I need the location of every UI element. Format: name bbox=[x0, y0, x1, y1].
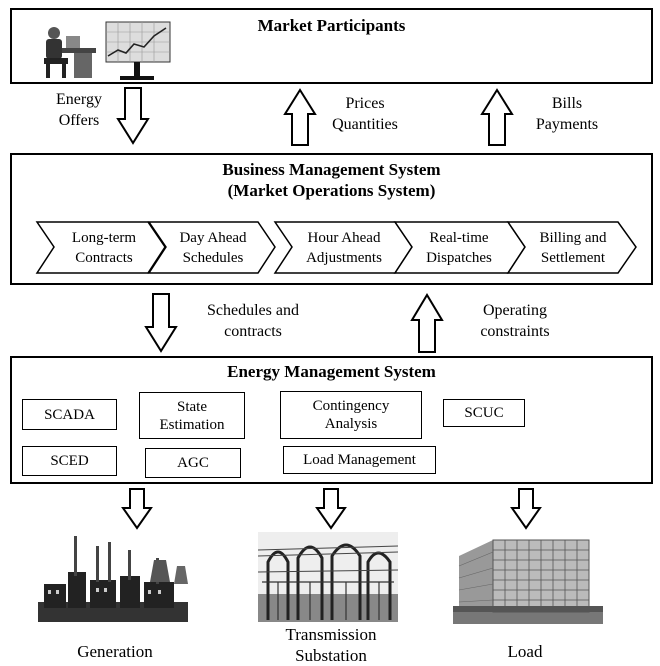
agc-box: AGC bbox=[145, 448, 241, 478]
power-plant-icon bbox=[38, 532, 188, 622]
load-label: Load bbox=[507, 642, 543, 661]
load-management-box: Load Management bbox=[283, 446, 436, 474]
arrow-up-prices-icon bbox=[283, 88, 317, 146]
load-building-icon bbox=[453, 530, 603, 624]
chevron-billing bbox=[506, 221, 637, 274]
arrow-up-bills-icon bbox=[480, 88, 514, 146]
arrow-down-transmission-icon bbox=[315, 488, 347, 530]
arrow-down-energy-offers-icon bbox=[116, 87, 150, 145]
arrow-down-schedules-icon bbox=[144, 293, 178, 353]
bms-title: Business Management System bbox=[222, 160, 441, 179]
substation-icon bbox=[257, 532, 399, 622]
generation-label: Generation bbox=[77, 642, 153, 661]
person-at-desk-icon bbox=[44, 27, 96, 78]
arrow-down-generation-icon bbox=[121, 488, 153, 530]
arrow-down-load-icon bbox=[510, 488, 542, 530]
process-chevrons bbox=[35, 221, 637, 274]
market-participants-panel: Market Participants bbox=[10, 8, 653, 84]
market-participants-title: Market Participants bbox=[257, 16, 406, 35]
ems-title: Energy Management System bbox=[227, 362, 436, 381]
chart-board-icon bbox=[105, 21, 171, 80]
chevron-day-ahead bbox=[147, 221, 276, 274]
scuc-box: SCUC bbox=[443, 399, 525, 427]
sced-box: SCED bbox=[22, 446, 117, 476]
chevron-long-term bbox=[35, 221, 166, 274]
bms-subtitle: (Market Operations System) bbox=[227, 181, 436, 200]
arrow-up-constraints-icon bbox=[410, 293, 444, 353]
scada-box: SCADA bbox=[22, 399, 117, 430]
